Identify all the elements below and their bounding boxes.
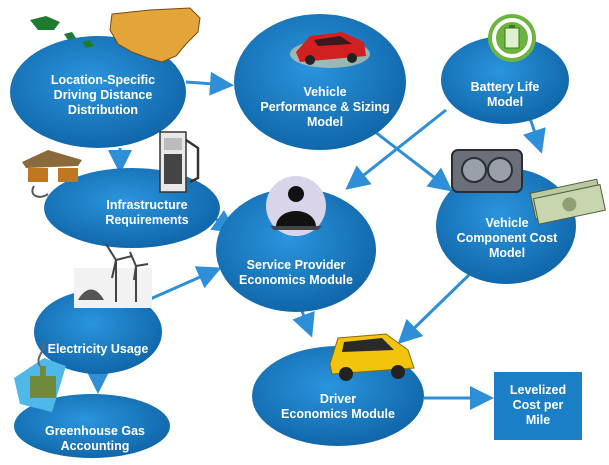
arrow-location-to-vehicle-perf (185, 71, 234, 96)
node-driver-label: Driver Economics Module (281, 392, 395, 421)
node-electricity-shape (34, 290, 162, 374)
service-provider-person-icon (266, 176, 326, 236)
node-electricity-label: Electricity Usage (47, 342, 149, 356)
node-vehicle-perf-label: Vehicle Performance & Sizing Model (260, 85, 390, 129)
node-location-label: Location-Specific Driving Distance Distr… (50, 73, 156, 117)
arrows (86, 71, 546, 410)
arrow-battery-to-component (522, 117, 546, 154)
fuel-pump-icon (159, 131, 200, 193)
arrow-component-to-driver (397, 270, 474, 345)
yellow-taxi-car-icon (329, 333, 415, 381)
engine-and-money-icon (451, 149, 606, 225)
node-battery-label: Battery Life Model (470, 80, 540, 109)
output-box-label: Levelized Cost per Mile (509, 383, 567, 427)
node-service-label: Service Provider Economics Module (239, 258, 353, 287)
output-box-shape (494, 372, 582, 440)
node-battery-shape (441, 36, 569, 124)
node-component-label: Vehicle Component Cost Model (456, 216, 558, 260)
factory-icon (14, 341, 66, 412)
us-map-icon (30, 7, 201, 63)
arrow-electricity-to-service (147, 266, 222, 302)
node-driver-shape (252, 346, 424, 446)
node-service-shape (216, 188, 376, 312)
arrow-battery-to-service (345, 108, 447, 190)
node-ghg-label: Greenhouse Gas Accounting (44, 424, 146, 453)
recycle-battery-icon (488, 14, 536, 62)
wind-turbine-icon (74, 243, 152, 308)
node-ghg-shape (14, 394, 170, 458)
node-infrastructure-label: Infrastructure Requirements (105, 198, 189, 227)
node-location-shape (10, 36, 186, 148)
arrow-vehicle-perf-to-component (369, 126, 453, 192)
red-sports-car-icon (290, 32, 370, 68)
charging-station-icon (22, 150, 82, 198)
